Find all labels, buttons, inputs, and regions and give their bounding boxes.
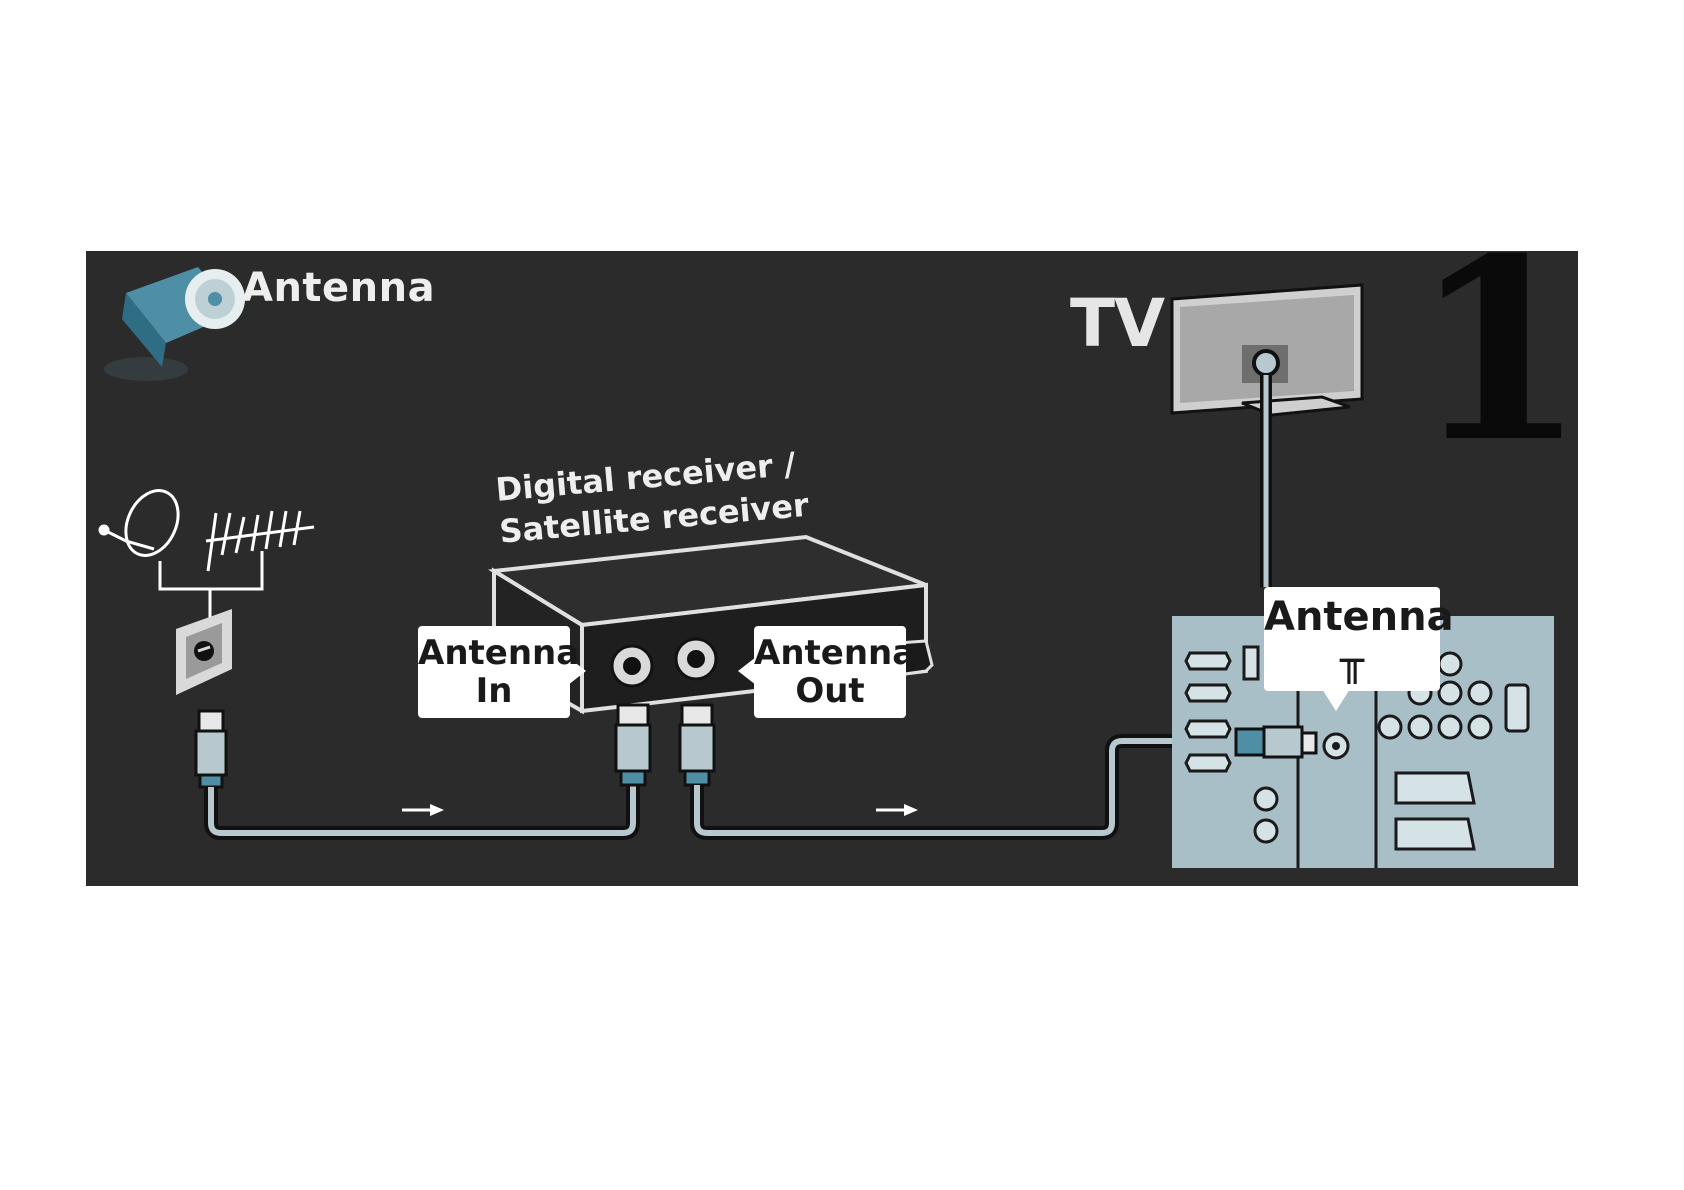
tv-icon <box>1170 283 1364 417</box>
diagram-artwork <box>98 267 1554 868</box>
connection-diagram: Antenna TV 1 Digital receiver / Satellit… <box>86 251 1578 886</box>
step-number: 1 <box>1412 251 1578 497</box>
antenna-in-line1: Antenna <box>418 633 580 673</box>
tv-antenna-symbol: ╥ <box>1339 638 1365 684</box>
antenna-out-line2: Out <box>795 671 865 711</box>
antenna-plug-icon <box>104 267 245 381</box>
wall-coax-plug <box>194 709 228 789</box>
callout-tv-pointer <box>1322 689 1350 711</box>
antenna-out-callout: Antenna Out <box>754 626 916 718</box>
receiver-out-plug <box>678 703 716 787</box>
signal-direction-arrow <box>402 804 444 816</box>
callout-in-pointer <box>568 657 586 685</box>
wall-socket <box>176 609 232 695</box>
tv-antenna-callout: Antenna ╥ <box>1264 587 1454 691</box>
antenna-feed-lines <box>158 551 264 623</box>
section-title: Antenna <box>242 265 436 311</box>
antenna-in-callout: Antenna In <box>418 626 580 718</box>
satellite-dish-icon <box>98 489 180 557</box>
antenna-out-line1: Antenna <box>754 633 916 673</box>
tv-antenna-label: Antenna <box>1264 594 1454 640</box>
signal-direction-arrow <box>876 804 918 816</box>
callout-out-pointer <box>738 657 756 685</box>
tv-label: TV <box>1070 285 1165 362</box>
antenna-in-line2: In <box>475 671 513 711</box>
tv-antenna-plug <box>1234 725 1318 759</box>
aerial-antenna-icon <box>205 510 315 572</box>
receiver-in-plug <box>614 703 652 787</box>
cable-receiver-to-tv <box>690 734 1244 840</box>
